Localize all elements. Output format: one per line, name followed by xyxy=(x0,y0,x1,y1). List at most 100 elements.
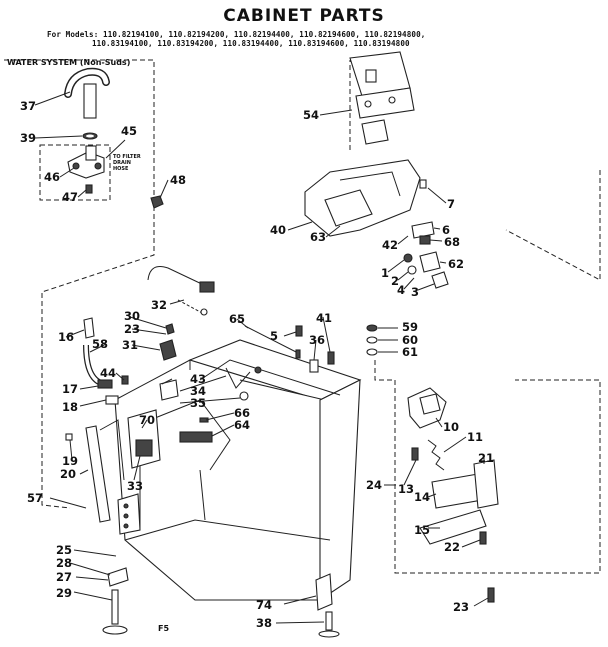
callout: 28 xyxy=(56,556,72,570)
switch-knob xyxy=(431,271,449,289)
callout: 45 xyxy=(121,124,137,138)
lid-switch xyxy=(309,359,319,373)
callout: 33 xyxy=(127,479,143,493)
callout: 41 xyxy=(316,311,332,325)
callout: 15 xyxy=(414,523,430,537)
callout: 19 xyxy=(62,454,78,468)
mount-plate-14 xyxy=(431,473,483,509)
callout: 35 xyxy=(190,396,206,410)
spring-11 xyxy=(427,439,445,471)
bracket-21 xyxy=(473,459,499,509)
drain-note-line-2: DRAIN xyxy=(113,160,131,166)
screw-23-bottom xyxy=(487,587,495,603)
callout: 38 xyxy=(256,616,272,630)
valve-screw xyxy=(85,184,93,194)
washer-ring-hole xyxy=(86,134,94,138)
callout: 27 xyxy=(56,570,72,584)
motor-bolt-c xyxy=(123,523,129,529)
screw-44 xyxy=(121,375,129,385)
model-list-line-1: For Models: 110.82194100, 110.82194200, … xyxy=(47,30,426,39)
screw-22 xyxy=(479,531,487,545)
console-bracket xyxy=(304,159,421,237)
callout: 24 xyxy=(366,478,382,492)
callout: 32 xyxy=(151,298,167,312)
drain-panel-20 xyxy=(85,425,111,523)
label-plate-64 xyxy=(179,431,213,443)
callout: 65 xyxy=(229,312,245,326)
grommet-60 xyxy=(366,336,378,344)
callout: 40 xyxy=(270,223,286,237)
callout: 1 xyxy=(381,266,389,280)
callout: 63 xyxy=(310,230,326,244)
spring-34 xyxy=(225,367,251,389)
screw-13 xyxy=(411,447,419,461)
valve-group-boundary xyxy=(39,144,111,201)
callout: 60 xyxy=(402,333,418,347)
callout: 22 xyxy=(444,540,460,554)
callout: 14 xyxy=(414,490,430,504)
cabinet-body xyxy=(114,339,362,602)
water-system-label: WATER SYSTEM (Non-Suds) xyxy=(7,58,131,67)
lid-hinge-rod xyxy=(244,325,301,359)
callout: 64 xyxy=(234,418,250,432)
callout: 23 xyxy=(124,322,140,336)
switch-plate xyxy=(411,221,435,239)
callout: 2 xyxy=(391,274,399,288)
motor-bolt-b xyxy=(123,513,129,519)
callout: 31 xyxy=(122,338,138,352)
bracket-18 xyxy=(105,395,119,405)
callout: 3 xyxy=(411,285,419,299)
valve-assembly xyxy=(67,145,105,179)
callout: 21 xyxy=(478,451,494,465)
callout: 20 xyxy=(60,467,76,481)
washer-35 xyxy=(239,391,249,401)
corner-mark: F5 xyxy=(158,624,170,633)
leveling-leg-left xyxy=(102,567,129,635)
hose-clamp-16 xyxy=(83,317,95,339)
console-screw xyxy=(419,179,427,189)
page-title: CABINET PARTS xyxy=(223,6,385,26)
callout: 48 xyxy=(170,173,186,187)
callout: 39 xyxy=(20,131,36,145)
callout: 29 xyxy=(56,586,72,600)
callout-labels: 37 39 45 46 47 48 54 7 40 63 42 6 68 62 … xyxy=(20,99,494,630)
callout: 30 xyxy=(124,309,140,323)
grommet-61 xyxy=(366,348,378,356)
bracket-43 xyxy=(159,379,179,401)
upper-right-guide xyxy=(505,170,601,281)
callout: 44 xyxy=(100,366,116,380)
panel-edge xyxy=(99,419,125,481)
dispenser-top xyxy=(349,51,415,145)
wire-harness xyxy=(147,266,215,316)
callout: 11 xyxy=(467,430,483,444)
timer-knob-33 xyxy=(135,439,153,457)
callout: 16 xyxy=(58,330,74,344)
callout: 46 xyxy=(44,170,60,184)
callout: 54 xyxy=(303,108,319,122)
callout: 66 xyxy=(234,406,250,420)
drain-note-line-3: HOSE xyxy=(113,166,129,172)
clip-30 xyxy=(165,323,175,335)
callout: 37 xyxy=(20,99,36,113)
switch-nut xyxy=(403,253,413,263)
callout: 5 xyxy=(270,329,278,343)
lid-switch-bracket xyxy=(327,351,335,365)
screw-19 xyxy=(65,433,73,441)
callout: 43 xyxy=(190,372,206,386)
grommet-59 xyxy=(366,324,378,332)
callout: 59 xyxy=(402,320,418,334)
drain-note-line-1: TO FILTER xyxy=(113,154,141,160)
callout: 23 xyxy=(453,600,469,614)
base-plate-15 xyxy=(419,509,487,545)
leveling-leg-right xyxy=(315,573,340,638)
callout: 34 xyxy=(190,384,206,398)
switch-body xyxy=(419,251,441,273)
callout: 62 xyxy=(448,257,464,271)
callout: 10 xyxy=(443,420,459,434)
nut-36 xyxy=(254,366,262,374)
callout: 7 xyxy=(447,197,455,211)
hose-clip xyxy=(150,195,164,209)
lower-right-boundary xyxy=(374,360,601,574)
model-list-line-2: 110.83194100, 110.83194200, 110.83194400… xyxy=(92,39,410,48)
